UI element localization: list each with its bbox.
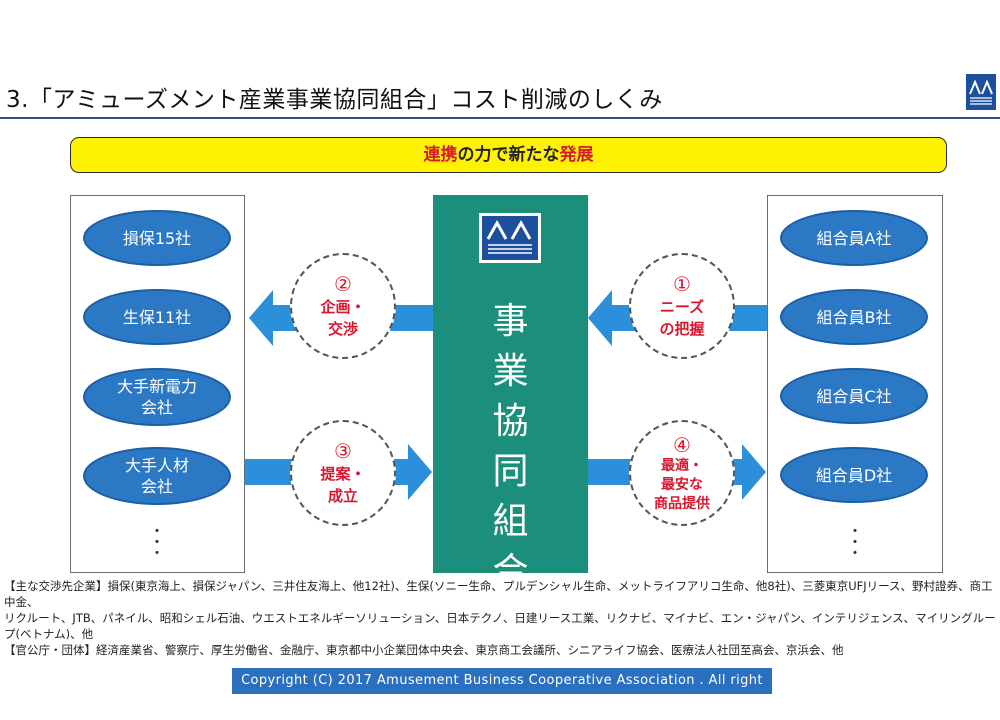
- cooperative-label: 事 業 協 同 組 合: [492, 301, 529, 592]
- banner-text-2: の力で新たな: [457, 145, 560, 165]
- cooperative-center: 事 業 協 同 組 合: [433, 195, 588, 592]
- step-4-number: ④: [673, 432, 691, 457]
- members-box: 組合員A社 組合員B社 組合員C社 組合員D社 ・ ・ ・: [767, 195, 943, 573]
- partner-companies-box: 損保15社 生保11社 大手新電力 会社 大手人材 会社 ・ ・ ・: [70, 195, 245, 573]
- step-3-label: 提案・ 成立: [320, 465, 366, 505]
- association-logo: [479, 213, 541, 263]
- member-oval-a: 組合員A社: [780, 210, 928, 266]
- footnote-line-3: 【官公庁・団体】経済産業省、警察庁、厚生労働省、金融庁、東京都中小企業団体中央会…: [4, 643, 844, 657]
- banner-text-1: 連携: [423, 145, 458, 165]
- step-2-circle: ② 企画・ 交渉: [290, 253, 396, 359]
- footnote: 【主な交渉先企業】損保(東京海上、損保ジャパン、三井住友海上、他12社)、生保(…: [4, 578, 998, 658]
- partner-oval-4: 大手人材 会社: [83, 447, 231, 505]
- step-1-number: ①: [673, 272, 691, 296]
- member-oval-c: 組合員C社: [780, 368, 928, 424]
- member-oval-d: 組合員D社: [780, 447, 928, 503]
- footnote-line-2: リクルート、JTB、パネイル、昭和シェル石油、ウエストエネルギーソリューション、…: [4, 611, 996, 641]
- step-3-circle: ③ 提案・ 成立: [290, 420, 396, 526]
- association-logo-small: [966, 74, 996, 110]
- partner-oval-3: 大手新電力 会社: [83, 368, 231, 426]
- banner-text-3: 発展: [559, 145, 594, 165]
- member-oval-b: 組合員B社: [780, 289, 928, 345]
- page-title: 3.「アミューズメント産業事業協同組合」コスト削減のしくみ: [6, 87, 663, 113]
- partner-oval-1: 損保15社: [83, 210, 231, 266]
- step-1-label: ニーズ の把握: [659, 298, 705, 338]
- footnote-line-1: 【主な交渉先企業】損保(東京海上、損保ジャパン、三井住友海上、他12社)、生保(…: [4, 579, 993, 609]
- slogan-banner: 連携の力で新たな発展: [70, 137, 947, 173]
- partner-more-dots: ・ ・ ・: [149, 522, 165, 562]
- partner-oval-2: 生保11社: [83, 289, 231, 345]
- copyright-bar: Copyright (C) 2017 Amusement Business Co…: [232, 668, 772, 714]
- title-rule: [0, 117, 1000, 119]
- step-1-circle: ① ニーズ の把握: [629, 253, 735, 359]
- step-4-circle: ④ 最適・ 最安な 商品提供: [629, 420, 735, 526]
- step-2-label: 企画・ 交渉: [320, 298, 366, 338]
- step-2-number: ②: [334, 272, 352, 296]
- member-more-dots: ・ ・ ・: [847, 522, 863, 562]
- step-3-number: ③: [334, 439, 352, 463]
- step-4-label: 最適・ 最安な 商品提供: [654, 457, 710, 512]
